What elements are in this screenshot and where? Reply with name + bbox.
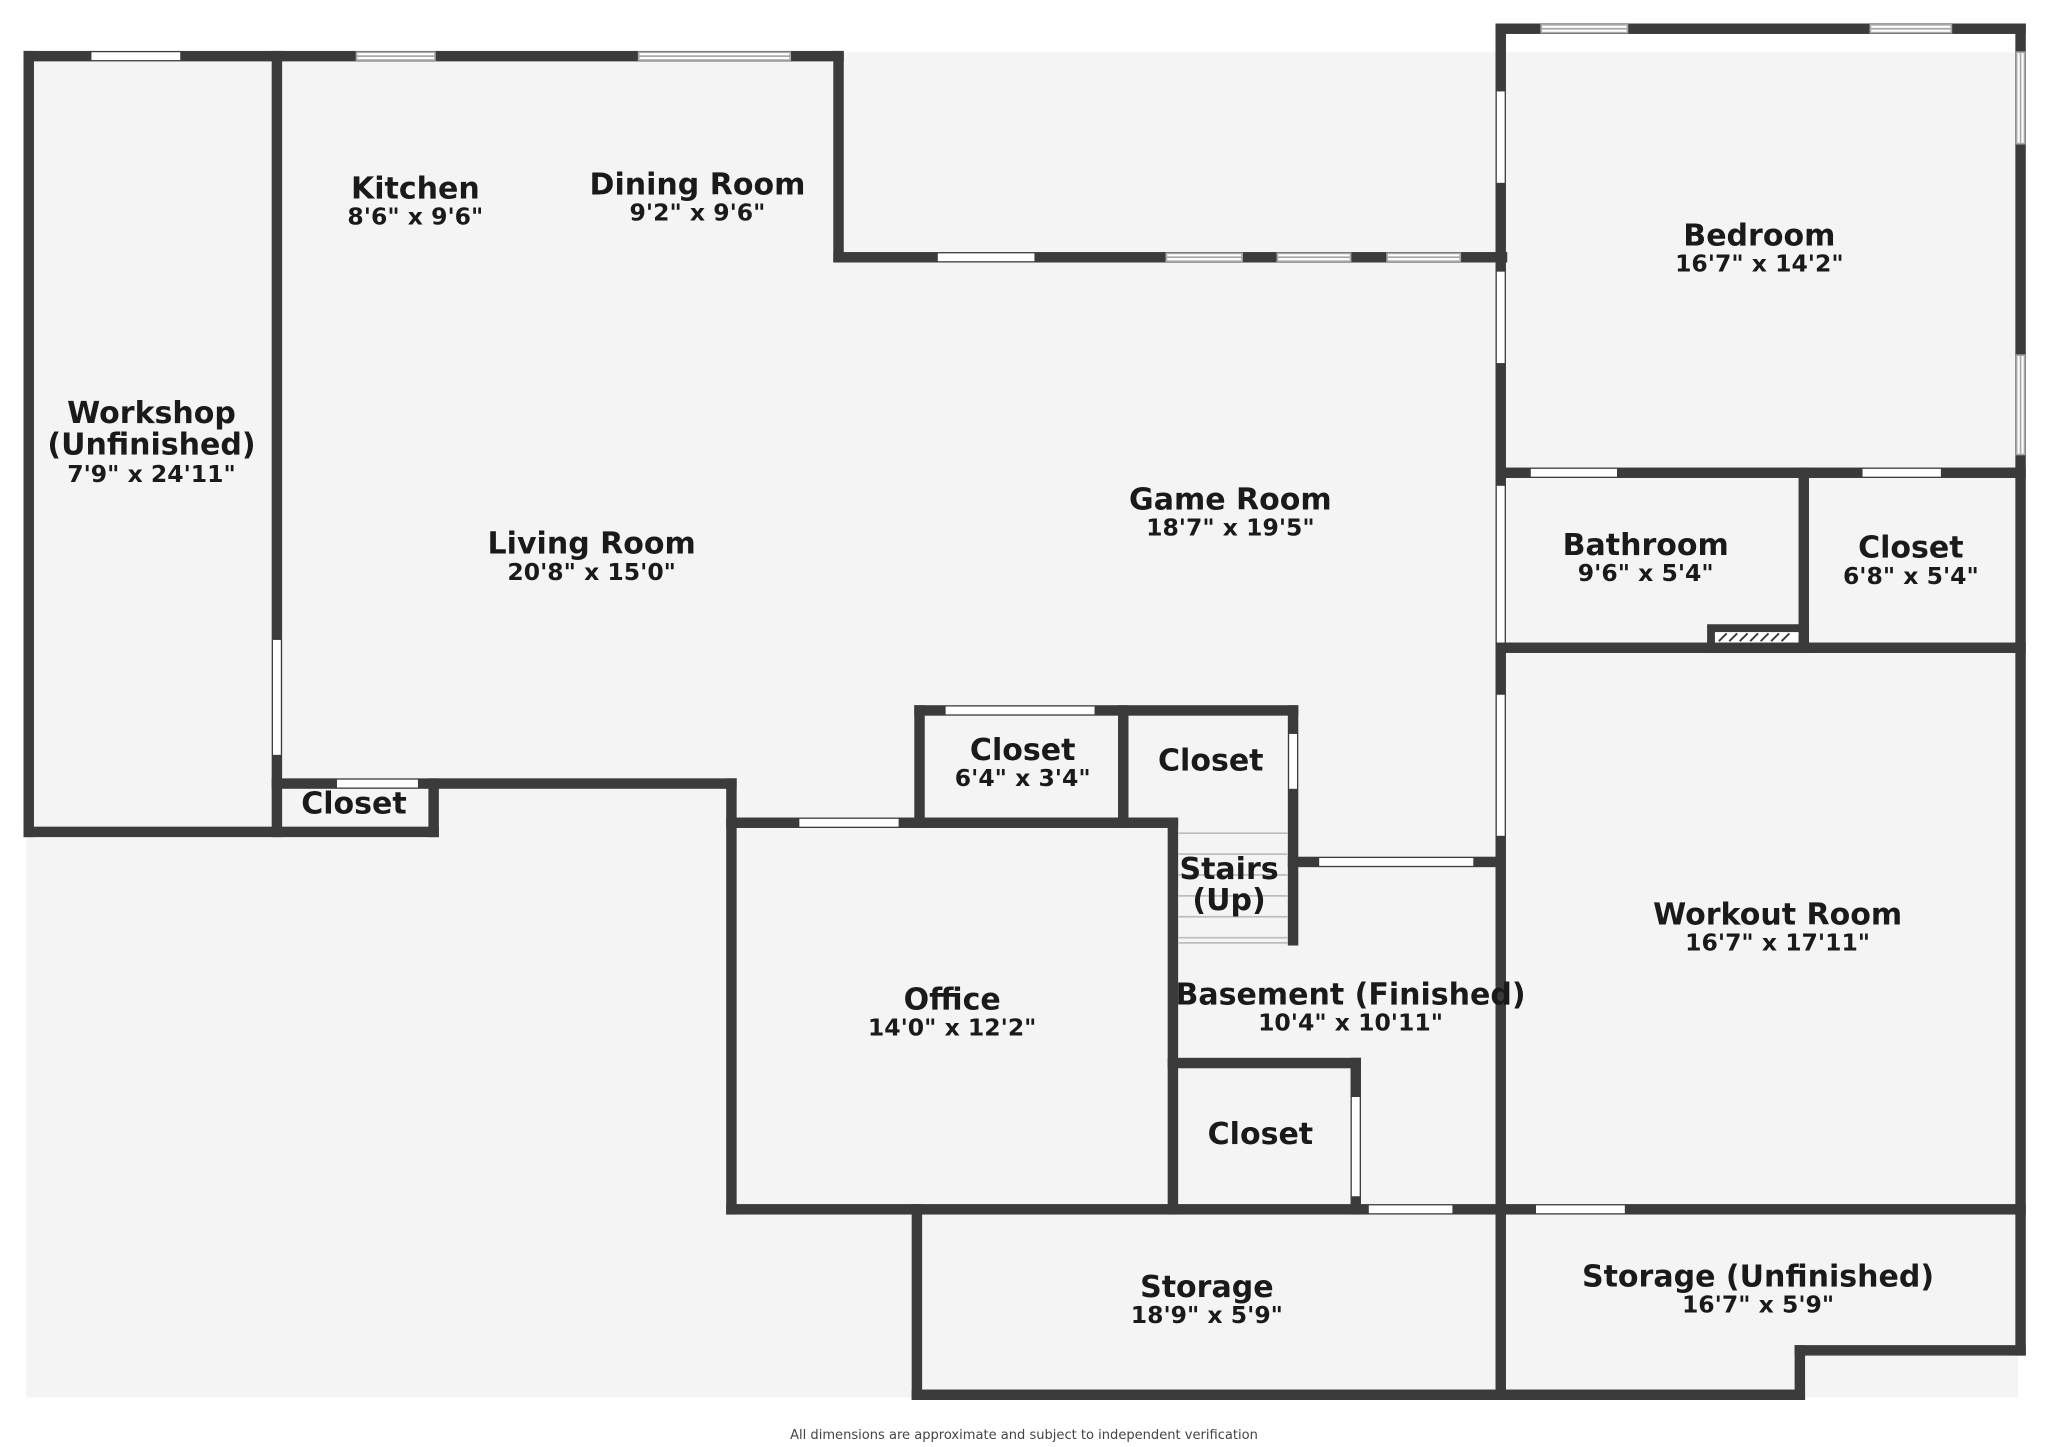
disclaimer-footnote: All dimensions are approximate and subje… bbox=[790, 1428, 1258, 1443]
room-closet-basement: Closet bbox=[1208, 1117, 1314, 1152]
room-workout-room: Workout Room 16'7" x 17'11" bbox=[1653, 898, 1902, 957]
room-dimensions: 10'4" x 10'11" bbox=[1258, 1008, 1443, 1036]
windows bbox=[355, 23, 2026, 456]
bathroom-fixture bbox=[1714, 632, 1799, 643]
room-dimensions: 6'8" x 5'4" bbox=[1843, 562, 1979, 590]
room-dimensions: 16'7" x 5'9" bbox=[1682, 1290, 1834, 1318]
room-name: Closet bbox=[970, 733, 1076, 768]
stairs-treads bbox=[1178, 832, 1288, 944]
room-name-line2: (Unfinished) bbox=[47, 427, 255, 462]
room-basement: Basement (Finished) 10'4" x 10'11" bbox=[1175, 977, 1525, 1036]
room-kitchen: Kitchen 8'6" x 9'6" bbox=[347, 172, 483, 231]
room-bathroom: Bathroom 9'6" x 5'4" bbox=[1563, 528, 1729, 587]
room-storage-unfinished: Storage (Unfinished) 16'7" x 5'9" bbox=[1582, 1259, 1934, 1318]
room-game-room: Game Room 18'7" x 19'5" bbox=[1129, 482, 1332, 541]
room-dimensions: 7'9" x 24'11" bbox=[67, 460, 236, 488]
room-closet-bath: Closet 6'8" x 5'4" bbox=[1843, 531, 1979, 590]
floor-fills bbox=[26, 52, 2018, 1398]
room-closet-center-a: Closet 6'4" x 3'4" bbox=[955, 733, 1091, 792]
room-labels: Workshop (Unfinished) 7'9" x 24'11" Kitc… bbox=[47, 168, 1978, 1329]
room-name: Storage (Unfinished) bbox=[1582, 1259, 1934, 1294]
room-dimensions: 8'6" x 9'6" bbox=[347, 203, 483, 231]
room-name: Storage bbox=[1140, 1270, 1274, 1305]
room-name: Office bbox=[904, 983, 1001, 1018]
room-name: Dining Room bbox=[590, 168, 806, 203]
room-dimensions: 20'8" x 15'0" bbox=[507, 558, 676, 586]
room-name: Bedroom bbox=[1683, 219, 1835, 254]
room-office: Office 14'0" x 12'2" bbox=[868, 983, 1037, 1042]
room-dimensions: 9'2" x 9'6" bbox=[630, 199, 766, 227]
room-closet-center-b: Closet bbox=[1158, 744, 1264, 779]
room-living-room: Living Room 20'8" x 15'0" bbox=[488, 527, 696, 586]
room-dimensions: 14'0" x 12'2" bbox=[868, 1014, 1037, 1042]
room-name: Closet bbox=[1858, 531, 1964, 566]
room-dimensions: 18'9" x 5'9" bbox=[1131, 1301, 1283, 1329]
room-bedroom: Bedroom 16'7" x 14'2" bbox=[1675, 219, 1844, 278]
room-name: Game Room bbox=[1129, 482, 1332, 517]
room-name: Basement (Finished) bbox=[1175, 977, 1525, 1012]
room-storage: Storage 18'9" x 5'9" bbox=[1131, 1270, 1283, 1329]
room-dimensions: 9'6" x 5'4" bbox=[1578, 559, 1714, 587]
room-name: Workshop bbox=[67, 396, 236, 431]
room-name: Closet bbox=[1208, 1117, 1314, 1152]
room-name: Closet bbox=[301, 787, 407, 822]
room-closet-living: Closet bbox=[301, 787, 407, 822]
room-stairs: Stairs (Up) bbox=[1179, 852, 1278, 918]
room-name: Closet bbox=[1158, 744, 1264, 779]
room-name: Kitchen bbox=[351, 172, 480, 207]
room-dimensions: 16'7" x 17'11" bbox=[1685, 929, 1870, 957]
room-name: Stairs bbox=[1179, 852, 1278, 887]
room-name: Workout Room bbox=[1653, 898, 1902, 933]
room-dining-room: Dining Room 9'2" x 9'6" bbox=[590, 168, 806, 227]
room-name: Living Room bbox=[488, 527, 696, 562]
room-workshop: Workshop (Unfinished) 7'9" x 24'11" bbox=[47, 396, 255, 488]
room-dimensions: 16'7" x 14'2" bbox=[1675, 250, 1844, 278]
room-dimensions: 18'7" x 19'5" bbox=[1146, 513, 1315, 541]
room-dimensions: 6'4" x 3'4" bbox=[955, 764, 1091, 792]
room-name-line2: (Up) bbox=[1192, 883, 1265, 918]
room-name: Bathroom bbox=[1563, 528, 1729, 563]
door-openings bbox=[91, 52, 1941, 1214]
